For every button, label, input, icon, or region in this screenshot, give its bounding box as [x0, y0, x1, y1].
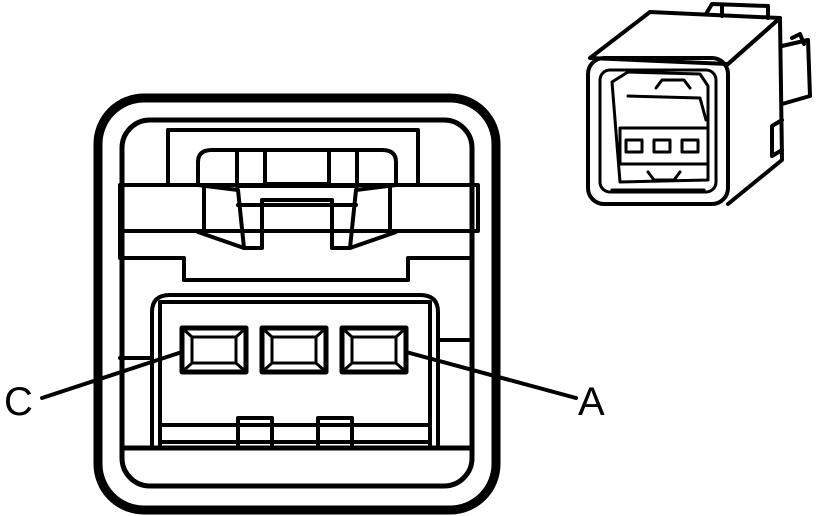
- keyway-left: [236, 416, 274, 450]
- pin-cavity-b: [259, 325, 329, 375]
- connector-face-view: [40, 93, 578, 515]
- leader-line-a: [404, 350, 578, 400]
- pin-cavity-a: [339, 325, 409, 375]
- mini-pin-2: [652, 138, 672, 154]
- keyway-right: [316, 416, 354, 450]
- callout-label-a: A: [578, 380, 605, 424]
- housing-inner: [119, 117, 475, 489]
- pin-cavity-c: [179, 325, 249, 375]
- mini-pin-3: [680, 138, 700, 154]
- pin-cavities: [179, 325, 409, 375]
- latch-block: [118, 128, 480, 282]
- terminal-cavity: [118, 293, 474, 451]
- mini-pin-1: [624, 138, 644, 154]
- housing-outer: [93, 93, 501, 515]
- leader-line-c: [40, 350, 184, 400]
- callout-label-c: C: [4, 380, 33, 424]
- connector-isometric-view: [586, 2, 812, 206]
